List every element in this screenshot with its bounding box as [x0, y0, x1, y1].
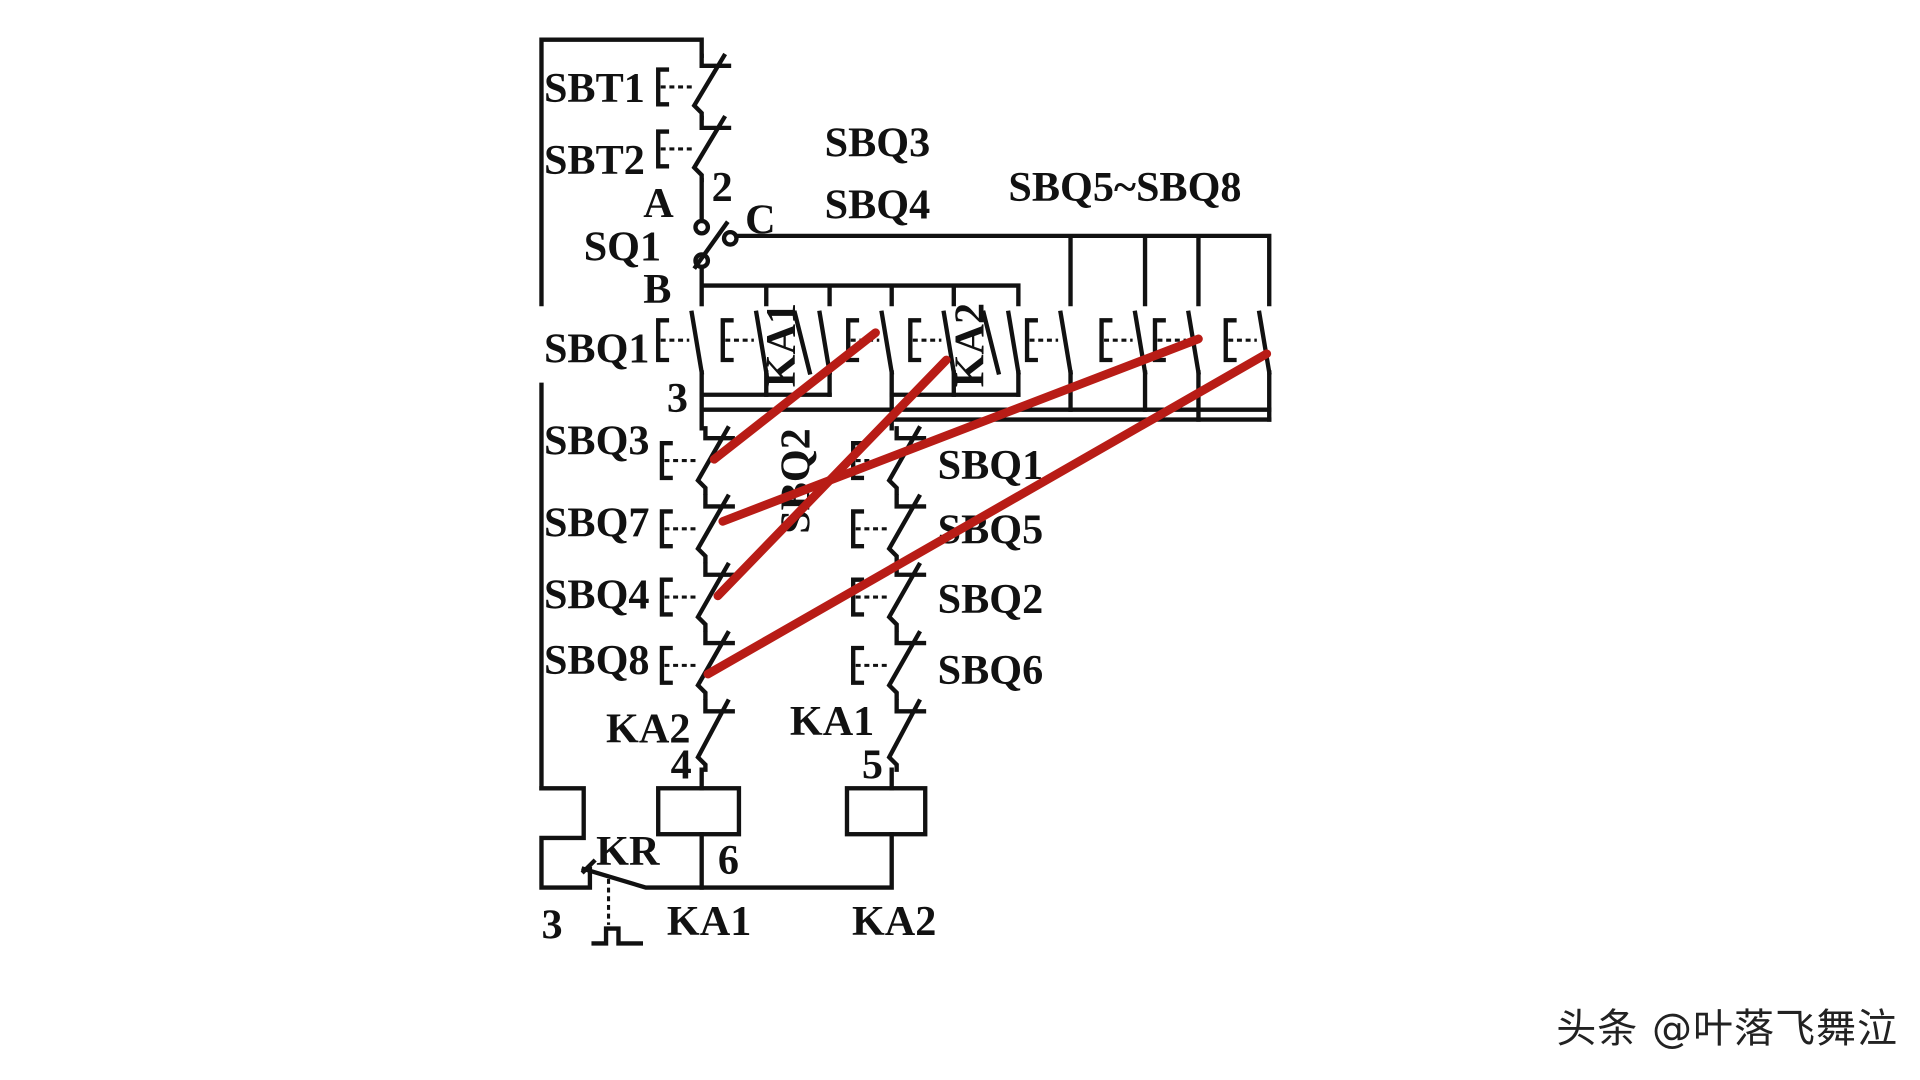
- label-ka2-contact: KA2: [606, 705, 690, 752]
- contact-right-0: [886, 425, 927, 495]
- label-sbq3-top: SBQ3: [825, 119, 931, 166]
- row-contact-2: [817, 310, 833, 375]
- row-contact-bracket-3: [846, 318, 860, 363]
- red-stroke-1: [709, 328, 880, 464]
- red-stroke-3: [718, 334, 1203, 526]
- row-contact-3: [879, 310, 895, 375]
- row-contact-bracket-8: [1152, 318, 1166, 363]
- top-labels: SBT1 SBT2 A 2 C SQ1 B SBQ1 3 SBQ3 SBQ4 S…: [544, 65, 1242, 534]
- label-left-1: SBQ7: [544, 499, 650, 546]
- label-sbq5-sbq8: SBQ5~SBQ8: [1008, 164, 1241, 211]
- label-2: 2: [712, 164, 733, 211]
- row-contact-6: [1058, 310, 1074, 375]
- label-b: B: [643, 266, 671, 313]
- label-left-2: SBQ4: [544, 571, 650, 618]
- label-3-bottom: 3: [541, 901, 562, 948]
- label-left-3: SBQ8: [544, 637, 650, 684]
- label-sbq1-row: SBQ1: [544, 325, 650, 372]
- contact-right-1: [886, 493, 927, 564]
- contact-right-3-button-bracket: [851, 645, 865, 685]
- label-5: 5: [862, 741, 883, 788]
- relay-row-contacts: [792, 310, 1002, 376]
- row-contact-bracket-7: [1099, 318, 1113, 363]
- contact-left-3: [695, 630, 735, 700]
- right-column-labels: SBQ1 SBQ5 SBQ2 SBQ6: [938, 442, 1044, 694]
- row-contact-bracket-6: [1024, 318, 1038, 363]
- label-left-0: SBQ3: [544, 417, 650, 464]
- contact-left-0-button-bracket: [659, 441, 673, 481]
- contact-sbt1: [691, 52, 732, 121]
- label-sbq4-top: SBQ4: [825, 181, 931, 228]
- contact-left-2: [695, 561, 735, 632]
- row-contact-0: [689, 310, 705, 375]
- contact-ka2: [695, 698, 735, 772]
- label-right-0: SBQ1: [938, 442, 1044, 489]
- contact-right-3: [886, 630, 927, 700]
- contact-ka1: [886, 698, 927, 772]
- label-4: 4: [671, 741, 692, 788]
- label-right-3: SBQ6: [938, 647, 1044, 694]
- row-contact-4: [941, 310, 957, 375]
- label-3: 3: [667, 375, 688, 422]
- label-sq1: SQ1: [584, 224, 661, 271]
- contact-right-1-button-bracket: [851, 509, 865, 549]
- row-contact-bracket-1: [720, 318, 734, 363]
- row-contact-bracket-0: [656, 318, 670, 363]
- label-kr: KR: [596, 828, 660, 875]
- label-sbt2: SBT2: [544, 137, 645, 184]
- contact-left-0: [695, 425, 735, 495]
- label-ka2-rotated: KA2: [947, 303, 994, 387]
- row-contact-bracket-4: [908, 318, 922, 363]
- circuit-wires: [539, 37, 1272, 946]
- contact-left-3-button-bracket: [659, 645, 673, 685]
- red-stroke-4: [703, 349, 1272, 679]
- watermark: 头条 @叶落飞舞泣: [1556, 1006, 1898, 1052]
- label-ka1-contact: KA1: [790, 698, 874, 745]
- label-6: 6: [718, 837, 739, 884]
- contact-right-2: [886, 561, 927, 632]
- row-contact-9: [1256, 310, 1272, 375]
- label-c: C: [745, 196, 775, 243]
- label-a: A: [643, 180, 674, 227]
- bottom-labels: KA2 4 KA1 5 KR 6 3 KA1 KA2: [541, 698, 936, 949]
- row-contact-bracket-9: [1223, 318, 1237, 363]
- label-ka1-coil: KA1: [667, 898, 751, 945]
- contact-left-1: [695, 493, 735, 564]
- row-contact-1: [753, 310, 769, 375]
- contact-sbt1-button-bracket: [656, 67, 670, 107]
- contact-sbt2-button-bracket: [656, 129, 670, 169]
- label-sbt1: SBT1: [544, 65, 645, 112]
- contact-right-2-button-bracket: [851, 577, 865, 617]
- left-column-labels: SBQ3 SBQ7 SBQ4 SBQ8: [544, 417, 650, 684]
- row-contact-5: [1005, 310, 1021, 375]
- red-annotation-strokes: [703, 328, 1272, 679]
- contact-symbols: [656, 52, 1272, 772]
- contact-sbt2: [691, 114, 732, 183]
- contact-left-2-button-bracket: [659, 577, 673, 617]
- label-ka2-coil: KA2: [852, 898, 936, 945]
- label-right-2: SBQ2: [938, 576, 1044, 623]
- contact-left-1-button-bracket: [659, 509, 673, 549]
- label-ka1-rotated: KA1: [758, 303, 805, 387]
